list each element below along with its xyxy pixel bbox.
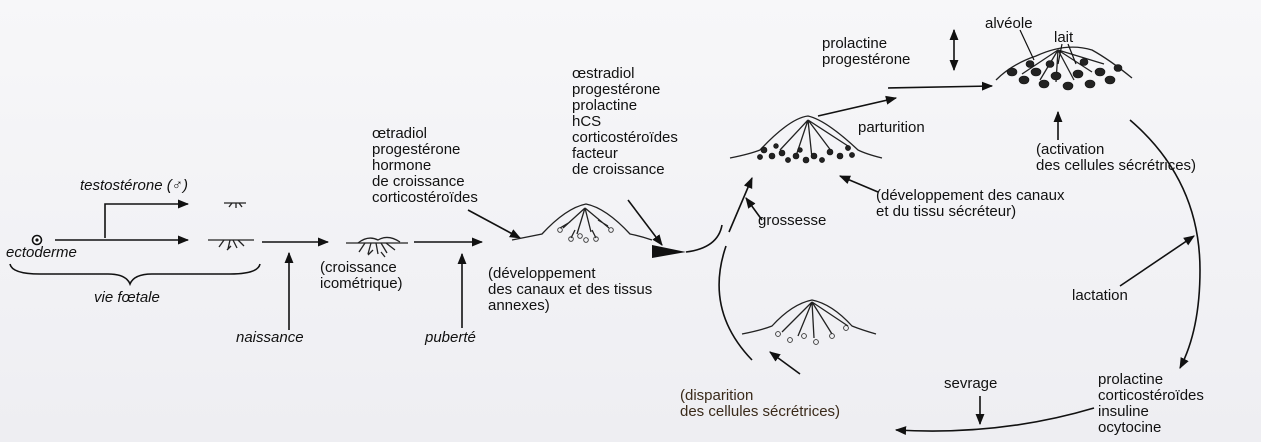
arrow-testosterone-branch [105,204,188,238]
label-lactation: lactation [1072,288,1128,304]
label-puberte: puberté [425,330,476,346]
label-hormones-lactation: prolactine corticostéroïdes insuline ocy… [1098,372,1204,436]
label-lait: lait [1054,30,1073,46]
label-testosterone: testostérone (♂) [80,178,188,194]
pointer-lait [1058,44,1062,64]
label-naissance: naissance [236,330,304,346]
label-croissance-isometrique: (croissance icométrique) [320,260,403,292]
arrow-dev-canaux [840,176,878,192]
arrow-lactation [1120,236,1194,286]
label-hormones-puberte: œtradiol progestérone hormone de croissa… [372,126,478,206]
isometric-bud-icon [346,237,408,257]
label-sevrage: sevrage [944,376,997,392]
curve-to-cycle [686,225,722,252]
label-vie-foetale: vie fœtale [94,290,160,306]
label-alveole: alvéole [985,16,1033,32]
label-disparition: (disparition des cellules sécrétrices) [680,388,840,420]
fetal-bud-icon [208,240,254,250]
male-bud-icon [224,203,246,208]
involuted-gland-icon [742,300,876,344]
arrow-to-lactating [888,86,992,88]
label-dev-canaux-secreteur: (développement des canaux et du tissu sé… [876,188,1064,220]
lactating-gland-icon [996,47,1132,90]
label-ectoderme: ectoderme [6,245,77,261]
arrow-up-cycle [729,178,752,232]
label-dev-canaux-annexes: (développement des canaux et des tissus … [488,266,652,314]
triangle-marker [652,245,686,258]
puberty-gland-icon [512,204,652,242]
curve-bottom-return [896,408,1094,431]
label-prolactine-progesterone: prolactine progestérone [822,36,910,68]
arrow-puberty-hormones [468,210,520,238]
pointer-alveole [1020,30,1034,60]
label-activation: (activation des cellules sécrétrices) [1036,142,1196,174]
arrow-disparition [770,352,800,374]
arrow-parturition [818,98,896,116]
brace-vie-foetale [10,264,260,284]
label-grossesse: grossesse [758,213,826,229]
curve-left-return [719,246,752,360]
label-hormones-grossesse: œstradiol progestérone prolactine hCS co… [572,66,678,178]
label-parturition: parturition [858,120,925,136]
